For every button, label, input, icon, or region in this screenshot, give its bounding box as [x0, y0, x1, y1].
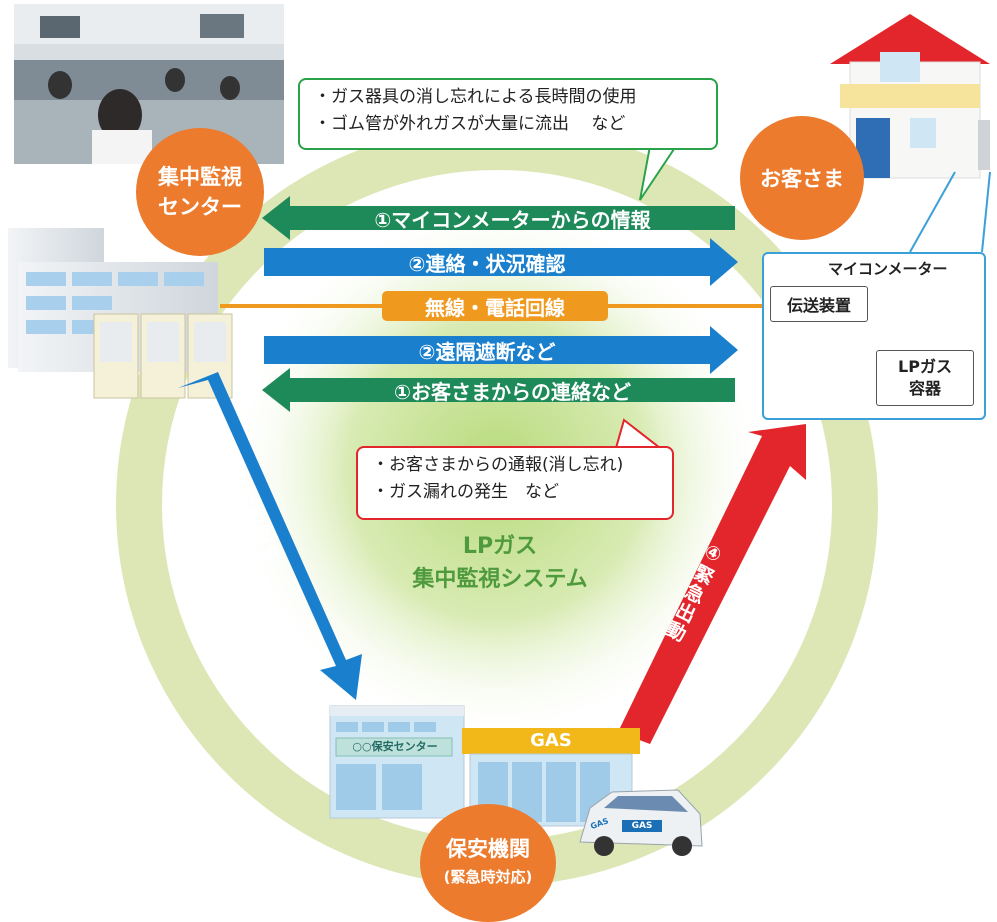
gas-car: [579, 789, 703, 856]
meter-panel-title: マイコンメーター: [828, 260, 948, 278]
system-title-line1: LPガス: [462, 534, 538, 559]
callout-bottom-line1: ・お客さまからの通報(消し忘れ): [372, 455, 624, 475]
callout-meter-events: ・ガス器具の消し忘れによる長時間の使用 ・ゴム管が外れガスが大量に流出 など: [298, 78, 718, 150]
security-agency-line1: 保安機関: [446, 837, 530, 861]
arrow-contact-from-customer: [262, 368, 735, 412]
security-agency-node: 保安機関 (緊急時対応): [420, 804, 556, 922]
callout-top-line2: ・ゴム管が外れガスが大量に流出 など: [314, 114, 626, 134]
customer-house: [830, 14, 990, 179]
security-agency-line2: (緊急時対応): [443, 868, 533, 886]
control-room-photo: [14, 4, 284, 164]
arrow-dispatch-request: [178, 372, 362, 700]
lpgas-container-box: LPガス 容器: [876, 350, 974, 406]
security-center-sign: ○○保安センター: [352, 740, 438, 753]
callout-bottom-line2: ・ガス漏れの発生 など: [372, 482, 559, 502]
arrow-info-from-meter: [262, 196, 735, 240]
monitoring-center-line2: センター: [158, 195, 242, 219]
system-title: LPガス 集中監視システム: [380, 530, 620, 596]
flow-line-label: 無線・電話回線: [382, 291, 608, 321]
system-title-line2: 集中監視システム: [412, 567, 588, 592]
container-line1: LPガス: [898, 357, 952, 376]
transmitter-box: 伝送装置: [770, 286, 868, 322]
monitoring-center-node: 集中監視 センター: [136, 128, 264, 256]
car-door-sign: GAS: [631, 821, 653, 831]
gas-shop-sign: GAS: [530, 730, 572, 751]
arrow-emergency-dispatch: [618, 424, 806, 744]
customer-node: お客さま: [740, 116, 864, 240]
arrow-remote-shutoff: [264, 326, 738, 374]
flow-remote-shutoff: ②遠隔遮断など: [418, 339, 556, 364]
container-line2: 容器: [908, 379, 941, 398]
customer-label: お客さま: [760, 167, 844, 191]
monitoring-center-line1: 集中監視: [158, 165, 242, 189]
flow-info-from-meter: ①マイコンメーターからの情報: [374, 207, 651, 232]
office-building: [8, 228, 233, 399]
flow-contact-confirm: ②連絡・状況確認: [408, 251, 566, 276]
callout-customer-reports: ・お客さまからの通報(消し忘れ) ・ガス漏れの発生 など: [356, 446, 674, 520]
flow-contact-from-customer: ①お客さまからの連絡など: [394, 379, 631, 404]
arrow-contact-confirm: [264, 238, 738, 286]
callout-top-line1: ・ガス器具の消し忘れによる長時間の使用: [314, 87, 637, 107]
